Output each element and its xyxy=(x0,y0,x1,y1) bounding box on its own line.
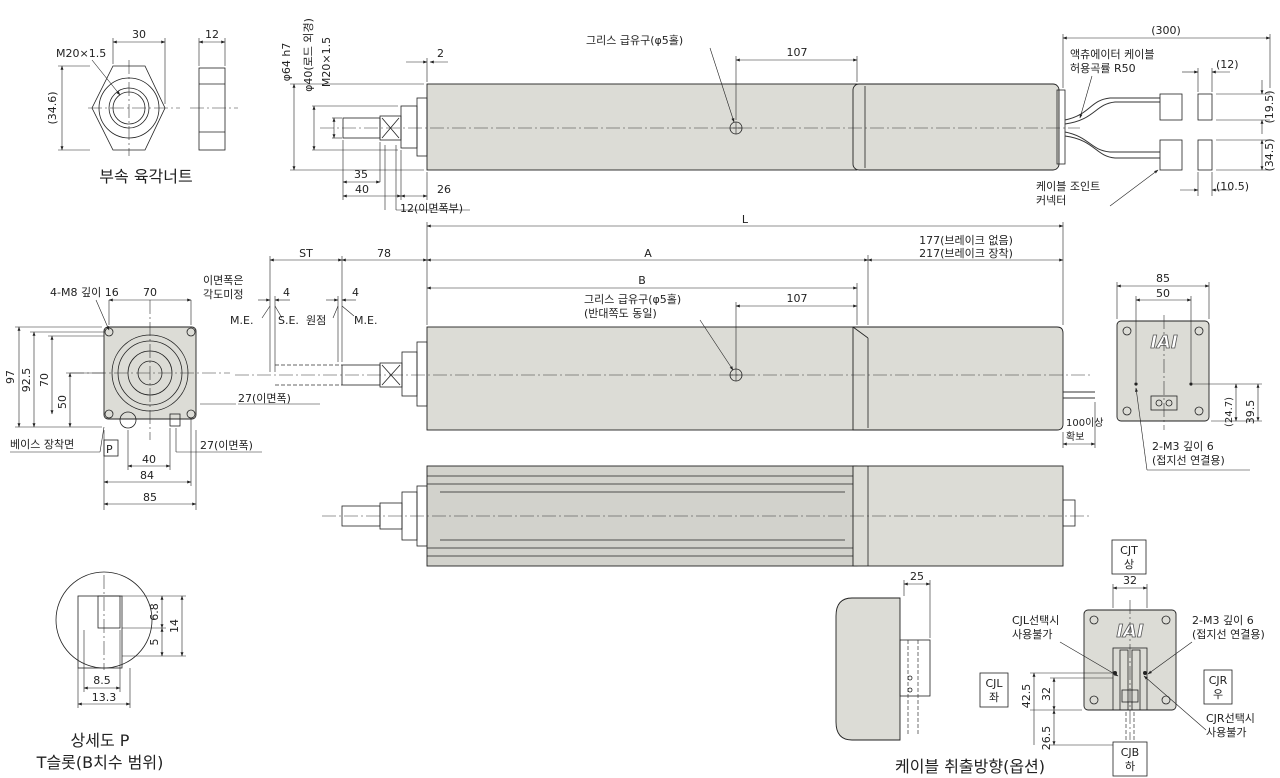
nut-thread-label: M20×1.5 xyxy=(56,47,106,60)
top-dim12: 12(이면폭부) xyxy=(400,202,463,215)
top-dim105: (10.5) xyxy=(1216,180,1249,193)
front-70v: 70 xyxy=(38,373,51,387)
top-dim107: 107 xyxy=(787,46,808,59)
side-me1: M.E. xyxy=(230,314,253,327)
top-grease-label: 그리스 급유구(φ5홀) xyxy=(586,34,683,47)
side-me2: M.E. xyxy=(354,314,377,327)
rear-85: 85 xyxy=(1156,272,1170,285)
front-base: 베이스 장착면 xyxy=(10,438,74,451)
side-view: L A 177(브레이크 없음) 217(브레이크 장착) B 107 그리스 … xyxy=(203,213,1104,448)
cabledir-cjl2: 좌 xyxy=(989,691,999,704)
side-4b: 4 xyxy=(352,286,359,299)
side-ST: ST xyxy=(299,247,313,260)
front-view: 70 4-M8 깊이 16 97 92.5 70 50 베이스 장착면 P 27… xyxy=(4,286,262,510)
side-78: 78 xyxy=(377,247,391,260)
cabledir-cjb2: 하 xyxy=(1125,759,1135,773)
cabledir-cjr-note1: CJR선택시 xyxy=(1206,712,1255,725)
rear-395: 39.5 xyxy=(1244,400,1257,425)
side-107: 107 xyxy=(787,292,808,305)
side-angle2: 각도미정 xyxy=(203,288,243,301)
front-925: 92.5 xyxy=(20,368,33,393)
top-connector-2: 커넥터 xyxy=(1036,194,1066,207)
detail-14: 14 xyxy=(168,619,181,633)
cabledir-cjt2: 상 xyxy=(1124,558,1134,571)
cabledir-32: 32 xyxy=(1123,574,1137,587)
side-100b: 확보 xyxy=(1066,431,1084,443)
top-dim40: 40 xyxy=(355,183,369,196)
cabledir-cjl-note1: CJL선택시 xyxy=(1012,614,1059,627)
detail-85: 8.5 xyxy=(93,674,111,687)
side-angle1: 이면폭은 xyxy=(203,274,243,287)
front-P: P xyxy=(106,443,113,456)
rear-m3b: (접지선 연결용) xyxy=(1152,454,1225,467)
side-se: S.E. xyxy=(278,314,299,327)
hex-nut-view: 30 12 M20×1.5 (34.6) 부속 육각너트 xyxy=(46,28,238,186)
detail-68: 6.8 xyxy=(148,603,161,621)
side-origin: 원점 xyxy=(306,314,326,327)
top-dim300: (300) xyxy=(1151,24,1181,37)
front-85: 85 xyxy=(143,491,157,504)
cabledir-cjr-note2: 사용불가 xyxy=(1206,726,1246,739)
cabledir-cjt1: CJT xyxy=(1120,544,1138,557)
front-84: 84 xyxy=(140,469,154,482)
nut-across-dim: (34.6) xyxy=(46,91,59,124)
rear-view: IAI 85 50 (24.7) 39.5 2-M3 깊이 6 (접지선 연결용… xyxy=(1116,272,1262,471)
nut-width-dim: 30 xyxy=(132,28,146,41)
top-dim345: (34.5) xyxy=(1263,138,1276,171)
side-grease1: 그리스 급유구(φ5홀) xyxy=(584,293,681,306)
top-dim26: 26 xyxy=(437,183,451,196)
top-dim35: 35 xyxy=(354,168,368,181)
top-bend-2: 허용곡률 R50 xyxy=(1070,62,1136,75)
cabledir-32v: 32 xyxy=(1040,687,1053,701)
front-40: 40 xyxy=(142,453,156,466)
detail-caption1: 상세도 P xyxy=(71,731,130,750)
cabledir-25: 25 xyxy=(910,570,924,583)
front-70: 70 xyxy=(143,286,157,299)
rear-m3a: 2-M3 깊이 6 xyxy=(1152,440,1214,453)
cabledir-m3a: 2-M3 깊이 6 xyxy=(1192,614,1254,627)
front-m8: 4-M8 깊이 16 xyxy=(50,286,119,299)
top-phi40: φ40(로드 외경) xyxy=(302,18,315,92)
cabledir-cjl1: CJL xyxy=(985,677,1003,690)
rear-247: (24.7) xyxy=(1224,397,1235,427)
cabledir-caption: 케이블 취출방향(옵션) xyxy=(895,757,1045,776)
cabledir-425: 42.5 xyxy=(1020,684,1033,709)
front-97: 97 xyxy=(4,370,17,384)
detail-p-view: 6.8 14 5 8.5 13.3 상세도 P T슬롯(B치수 범위) xyxy=(36,571,186,772)
side-L: L xyxy=(742,213,749,226)
cabledir-265: 26.5 xyxy=(1040,726,1053,751)
top-dim12p: (12) xyxy=(1216,58,1239,71)
top-view: φ64 h7 φ40(로드 외경) M20×1.5 2 그리스 급유구(φ5홀)… xyxy=(280,18,1276,215)
top-m20: M20×1.5 xyxy=(320,37,333,87)
detail-caption2: T슬롯(B치수 범위) xyxy=(36,753,164,772)
front-27: 27(이면폭) xyxy=(200,439,253,452)
cabledir-cjb1: CJB xyxy=(1121,746,1139,759)
cabledir-cjr2: 우 xyxy=(1213,688,1223,701)
detail-133: 13.3 xyxy=(92,691,117,704)
detail-5: 5 xyxy=(148,639,161,646)
front-50: 50 xyxy=(56,395,69,409)
cabledir-cjr1: CJR xyxy=(1209,674,1228,687)
top-dim2: 2 xyxy=(437,47,444,60)
side-B: B xyxy=(638,274,646,287)
side-grease2: (반대쪽도 동일) xyxy=(584,306,657,320)
nut-caption: 부속 육각너트 xyxy=(99,167,192,186)
bottom-view xyxy=(322,465,1090,567)
cable-direction-view: 25 IAI CJT 상 32 CJL선택시 사용불가 2-M3 깊이 6 (접… xyxy=(835,539,1265,777)
top-connector-1: 케이블 조인트 xyxy=(1036,180,1100,193)
side-brake1: 177(브레이크 없음) xyxy=(919,234,1013,247)
rear-50: 50 xyxy=(1156,287,1170,300)
side-A: A xyxy=(644,247,652,260)
cabledir-cjl-note2: 사용불가 xyxy=(1012,628,1052,641)
nut-thick-dim: 12 xyxy=(205,28,219,41)
cabledir-m3b: (접지선 연결용) xyxy=(1192,628,1265,641)
top-phi64: φ64 h7 xyxy=(280,43,293,82)
side-100a: 100이상 xyxy=(1066,417,1104,429)
top-bend-1: 액츄에이터 케이블 xyxy=(1070,48,1154,61)
top-dim195: (19.5) xyxy=(1263,90,1276,123)
side-brake2: 217(브레이크 장착) xyxy=(919,247,1013,260)
side-4a: 4 xyxy=(283,286,290,299)
side-27: 27(이면폭) xyxy=(238,392,291,405)
